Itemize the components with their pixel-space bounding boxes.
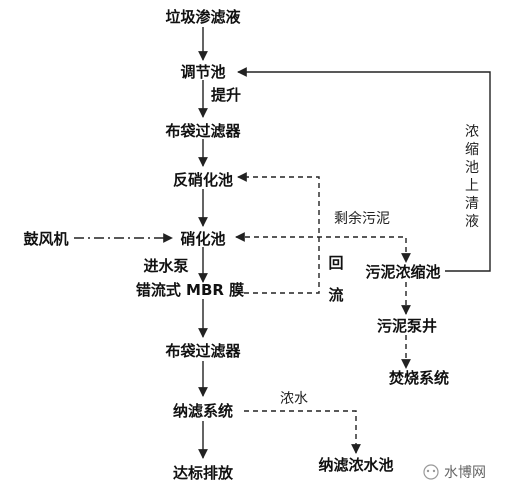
arrow-excess-sludge	[235, 232, 411, 263]
label-supernatant-3: 池	[465, 160, 479, 176]
label-reflux-1: 回	[328, 254, 343, 272]
label-lift: 提升	[211, 86, 241, 104]
label-supernatant-5: 清	[465, 196, 479, 212]
label-supernatant-1: 浓	[465, 124, 479, 140]
node-mbr: 错流式 MBR 膜	[136, 281, 244, 299]
node-nf-system: 纳滤系统	[173, 402, 233, 420]
watermark-icon	[423, 464, 439, 480]
label-supernatant-4: 上	[465, 178, 479, 194]
arrow-reflux	[237, 172, 320, 294]
label-concentrate: 浓水	[280, 391, 308, 407]
watermark-text: 水博网	[444, 464, 486, 481]
label-supernatant-6: 液	[465, 214, 479, 230]
node-sludge-pump-well: 污泥泵井	[377, 317, 437, 335]
watermark: 水博网	[423, 464, 486, 481]
node-sludge-thickener: 污泥浓缩池	[365, 263, 440, 281]
node-bag-filter-2: 布袋过滤器	[165, 342, 241, 360]
node-leachate: 垃圾渗滤液	[165, 8, 241, 26]
node-denitrification-tank: 反硝化池	[173, 171, 233, 189]
node-blower: 鼓风机	[23, 230, 68, 248]
arrow-supernatant-return	[237, 67, 491, 272]
label-inlet-pump: 进水泵	[143, 257, 188, 275]
node-nf-concentrate-tank: 纳滤浓水池	[318, 456, 393, 474]
node-nitrification-tank: 硝化池	[180, 230, 225, 248]
label-reflux-2: 流	[328, 286, 343, 304]
node-regulating-tank: 调节池	[180, 63, 225, 81]
node-discharge: 达标排放	[173, 464, 234, 482]
arrow-concentrate	[244, 410, 361, 454]
node-incineration: 焚烧系统	[388, 369, 449, 387]
label-excess-sludge: 剩余污泥	[334, 210, 390, 227]
node-bag-filter-1: 布袋过滤器	[165, 122, 241, 140]
label-supernatant-2: 缩	[465, 142, 479, 158]
